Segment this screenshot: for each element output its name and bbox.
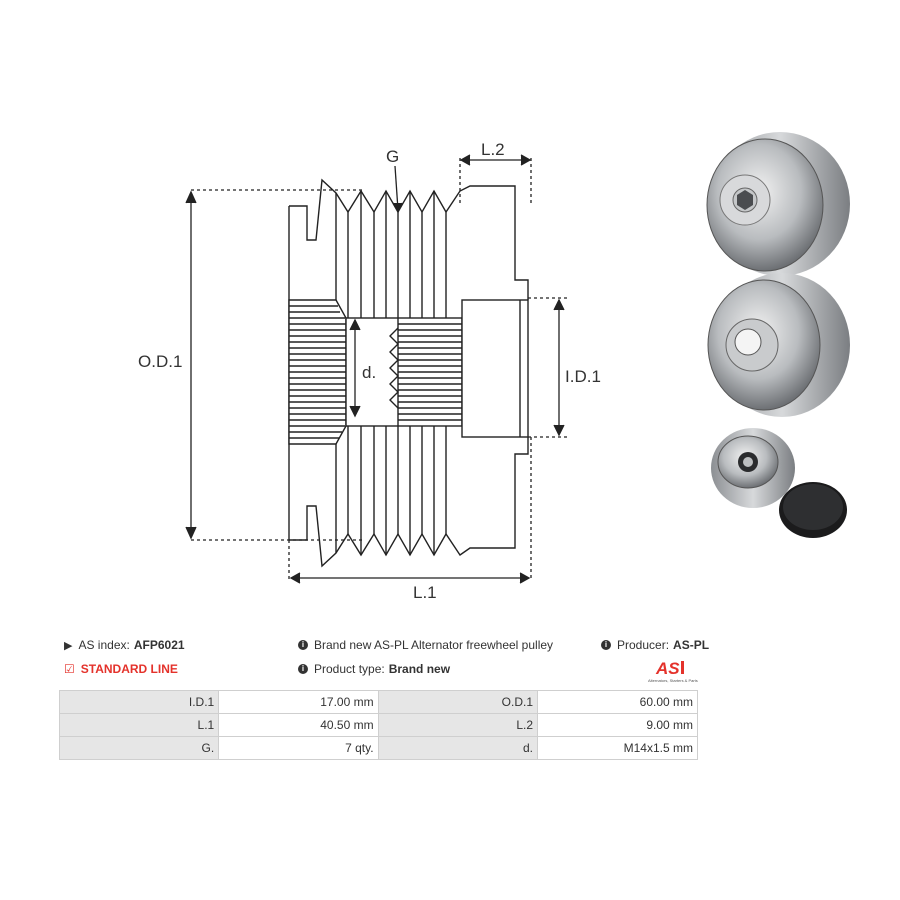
label-od1: O.D.1 xyxy=(138,352,182,371)
label-l2: L.2 xyxy=(481,140,505,159)
as-index-value: AFP6021 xyxy=(133,638,185,652)
product-type-value: Brand new xyxy=(388,662,451,676)
spec-value: 9.00 mm xyxy=(537,713,698,737)
producer: i Producer: AS-PL xyxy=(601,638,709,652)
product-photo-front xyxy=(706,132,850,276)
spec-label: d. xyxy=(377,736,539,760)
cap-photo xyxy=(779,482,847,538)
table-row: I.D.1 17.00 mm O.D.1 60.00 mm xyxy=(58,690,698,714)
spec-value: 17.00 mm xyxy=(218,690,379,714)
product-type: i Product type: Brand new xyxy=(298,662,450,676)
product-photo-rear xyxy=(707,273,850,417)
producer-value: AS-PL xyxy=(673,638,710,652)
product-type-label: Product type: xyxy=(314,662,385,676)
spec-label: O.D.1 xyxy=(377,690,539,714)
label-d: d. xyxy=(362,363,376,382)
info-icon: i xyxy=(601,640,611,650)
technical-drawing: G L.2 O.D.1 d. I.D.1 L.1 xyxy=(138,132,850,602)
check-icon: ☑ xyxy=(64,662,75,676)
as-pl-logo: AS Alternators, Starters & Parts xyxy=(648,659,698,683)
label-l1: L.1 xyxy=(413,583,437,602)
spec-label: I.D.1 xyxy=(58,690,220,714)
spec-value: M14x1.5 mm xyxy=(537,736,698,760)
info-icon: i xyxy=(298,640,308,650)
as-index: ▶ AS index: AFP6021 xyxy=(64,638,185,652)
info-icon: i xyxy=(298,664,308,674)
producer-label: Producer: xyxy=(617,638,670,652)
svg-text:AS: AS xyxy=(655,659,680,678)
pulley-outline xyxy=(288,178,529,568)
description-text: Brand new AS-PL Alternator freewheel pul… xyxy=(314,638,554,652)
description: i Brand new AS-PL Alternator freewheel p… xyxy=(298,638,553,652)
label-id1: I.D.1 xyxy=(565,367,601,386)
dimension-lines xyxy=(185,154,570,584)
logo-tagline: Alternators, Starters & Parts xyxy=(648,678,698,683)
table-row: G. 7 qty. d. M14x1.5 mm xyxy=(58,736,698,760)
spec-value: 60.00 mm xyxy=(537,690,698,714)
spec-label: L.2 xyxy=(377,713,539,737)
table-row: L.1 40.50 mm L.2 9.00 mm xyxy=(58,713,698,737)
spec-value: 7 qty. xyxy=(218,736,379,760)
line-badge: ☑ STANDARD LINE xyxy=(64,662,178,676)
product-photo-side xyxy=(711,428,795,508)
spec-value: 40.50 mm xyxy=(218,713,379,737)
line-label: STANDARD LINE xyxy=(80,662,178,676)
spec-table: I.D.1 17.00 mm O.D.1 60.00 mm L.1 40.50 … xyxy=(58,690,698,760)
spec-label: L.1 xyxy=(58,713,220,737)
as-index-label: AS index: xyxy=(78,638,130,652)
tag-icon: ▶ xyxy=(64,639,73,652)
label-g: G xyxy=(386,147,399,166)
spec-label: G. xyxy=(58,736,220,760)
